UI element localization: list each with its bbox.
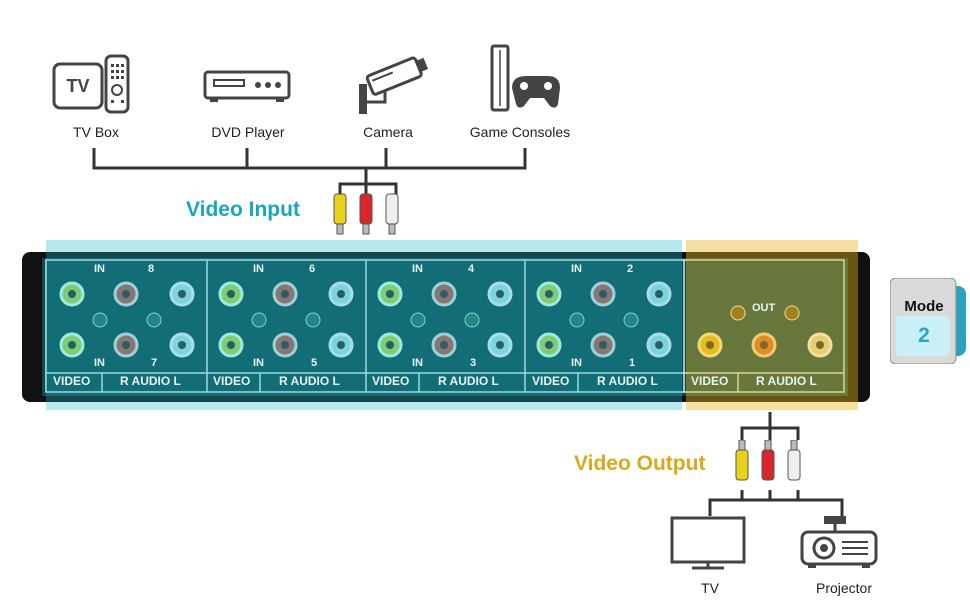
video-label-1: VIDEO (53, 374, 91, 388)
switch-device-panel (22, 240, 870, 410)
source-label-game-consoles: Game Consoles (469, 124, 571, 140)
camera-icon (355, 48, 435, 116)
audio-label-1: R AUDIO L (120, 374, 181, 388)
tv-icon (668, 514, 752, 574)
source-label-tv-box: TV Box (73, 124, 119, 140)
num-label-5: 5 (311, 357, 318, 369)
yellow-plug (333, 193, 347, 235)
red-plug (359, 193, 373, 235)
in-label-2: IN (571, 263, 582, 275)
in-label-3: IN (412, 357, 423, 369)
mode-indicator: Mode 2 (890, 278, 968, 364)
num-label-1: 1 (629, 357, 636, 369)
output-label-projector: Projector (815, 580, 873, 596)
in-label-6: IN (253, 263, 264, 275)
source-label-dvd-player: DVD Player (211, 124, 285, 140)
in-label-8: IN (94, 263, 105, 275)
output-rca-cables (735, 440, 801, 481)
out-label: OUT (752, 302, 776, 314)
input-rca-cables (333, 193, 399, 235)
svg-text:TV: TV (66, 76, 89, 96)
panel-labels: IN 8 IN 7 IN 6 IN 5 IN 4 IN 3 IN 2 IN 1 … (20, 240, 900, 410)
num-label-2: 2 (627, 263, 634, 275)
in-label-1: IN (571, 357, 582, 369)
in-label-5: IN (253, 357, 264, 369)
audio-label-4: R AUDIO L (597, 374, 658, 388)
white-plug (385, 193, 399, 235)
source-label-camera: Camera (363, 124, 413, 140)
audio-label-2: R AUDIO L (279, 374, 340, 388)
audio-label-out: R AUDIO L (756, 374, 817, 388)
video-label-3: VIDEO (372, 374, 410, 388)
video-input-title: Video Input (186, 198, 300, 221)
num-label-6: 6 (309, 263, 316, 275)
video-label-2: VIDEO (213, 374, 251, 388)
num-label-4: 4 (468, 263, 475, 275)
in-label-4: IN (412, 263, 423, 275)
video-label-out: VIDEO (691, 374, 729, 388)
game-console-icon (486, 42, 566, 118)
num-label-8: 8 (148, 263, 155, 275)
tv-box-icon: TV (50, 50, 140, 115)
video-label-4: VIDEO (532, 374, 570, 388)
mode-value: 2 (918, 324, 930, 347)
projector-icon (798, 512, 882, 572)
audio-label-3: R AUDIO L (438, 374, 499, 388)
in-label-7: IN (94, 357, 105, 369)
output-label-tv: TV (701, 580, 719, 596)
video-output-title: Video Output (574, 452, 706, 475)
mode-label: Mode (904, 298, 944, 315)
num-label-3: 3 (470, 357, 477, 369)
dvd-player-icon (200, 66, 295, 106)
num-label-7: 7 (151, 357, 158, 369)
